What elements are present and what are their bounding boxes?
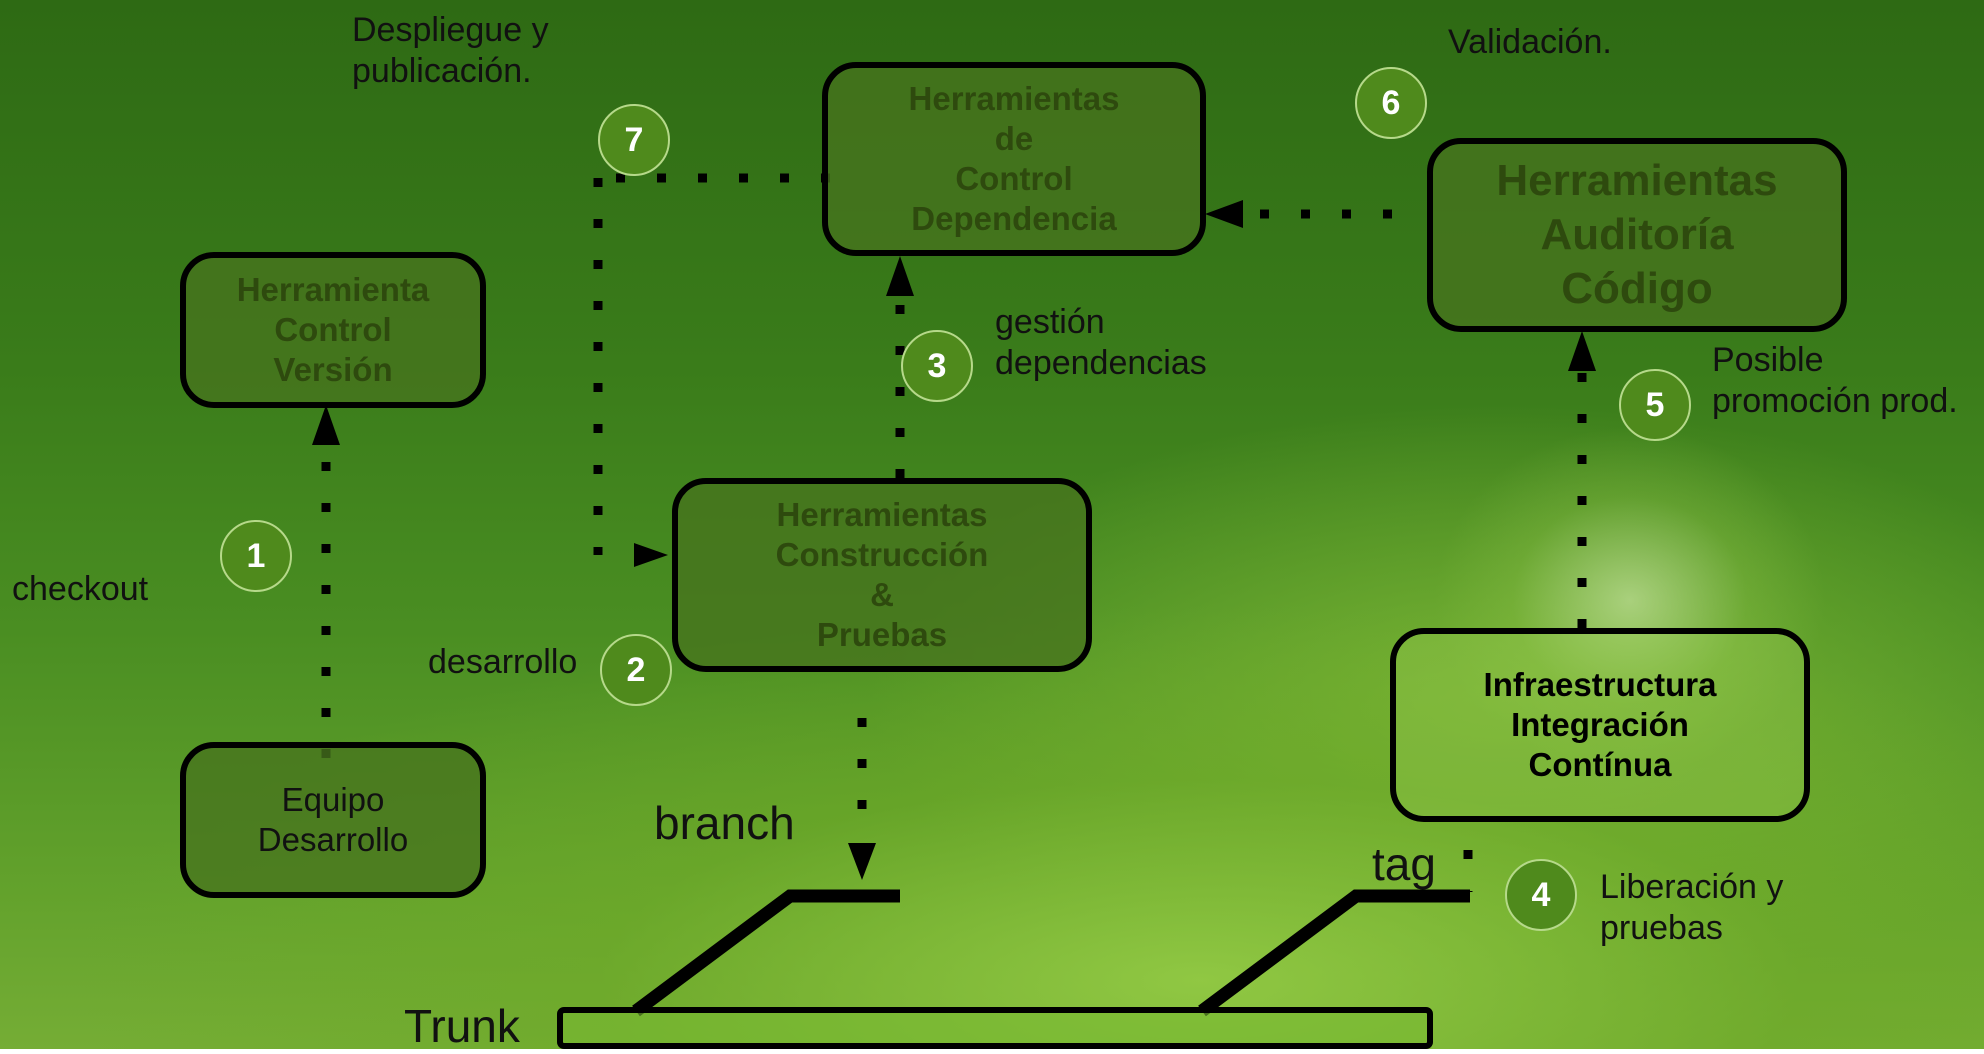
dev-team-label: Equipo Desarrollo bbox=[257, 780, 409, 858]
arrowhead-6 bbox=[1205, 200, 1243, 228]
dependency-control-box: Herramientas de Control Dependencia bbox=[822, 62, 1206, 256]
ci-infrastructure-label: Infraestructura Integración Contínua bbox=[1483, 665, 1717, 784]
arrowhead-3 bbox=[886, 256, 914, 296]
dependency-management-label: gestión dependencias bbox=[995, 303, 1207, 383]
build-test-label: Herramientas Construcción & Pruebas bbox=[775, 495, 989, 654]
dev-team-box: Equipo Desarrollo bbox=[180, 742, 486, 898]
checkout-label: checkout bbox=[12, 570, 149, 608]
branch-line bbox=[632, 889, 900, 1017]
ci-infrastructure-box: Infraestructura Integración Contínua bbox=[1390, 628, 1810, 822]
development-label: desarrollo bbox=[428, 643, 578, 681]
step-badge-2: 2 bbox=[600, 634, 672, 706]
trunk-bar bbox=[557, 1007, 1433, 1049]
arrowhead-2 bbox=[848, 843, 876, 880]
code-audit-box: Herramientas Auditoría Código bbox=[1427, 138, 1847, 332]
tag-label: tag bbox=[1372, 838, 1436, 890]
arrowhead-7 bbox=[634, 543, 668, 567]
step-badge-3: 3 bbox=[901, 330, 973, 402]
step-badge-4: 4 bbox=[1505, 859, 1577, 931]
arrowhead-1 bbox=[312, 405, 340, 445]
build-test-box: Herramientas Construcción & Pruebas bbox=[672, 478, 1092, 672]
tag-line bbox=[1198, 889, 1470, 1017]
step-badge-7: 7 bbox=[598, 104, 670, 176]
step-badge-6: 6 bbox=[1355, 67, 1427, 139]
step-badge-1: 1 bbox=[220, 520, 292, 592]
deployment-label: Despliegue y publicación. bbox=[352, 11, 549, 91]
release-testing-label: Liberación y pruebas bbox=[1600, 868, 1784, 948]
trunk-label: Trunk bbox=[404, 1000, 520, 1052]
step-badge-5: 5 bbox=[1619, 369, 1691, 441]
arrowhead-5 bbox=[1568, 331, 1596, 371]
production-promotion-label: Posible promoción prod. bbox=[1712, 341, 1958, 421]
validation-label: Validación. bbox=[1448, 23, 1612, 61]
code-audit-label: Herramientas Auditoría Código bbox=[1496, 156, 1778, 313]
version-control-box: Herramienta Control Versión bbox=[180, 252, 486, 408]
dependency-control-label: Herramientas de Control Dependencia bbox=[908, 79, 1120, 238]
branch-label: branch bbox=[654, 797, 795, 849]
version-control-label: Herramienta Control Versión bbox=[236, 270, 430, 389]
